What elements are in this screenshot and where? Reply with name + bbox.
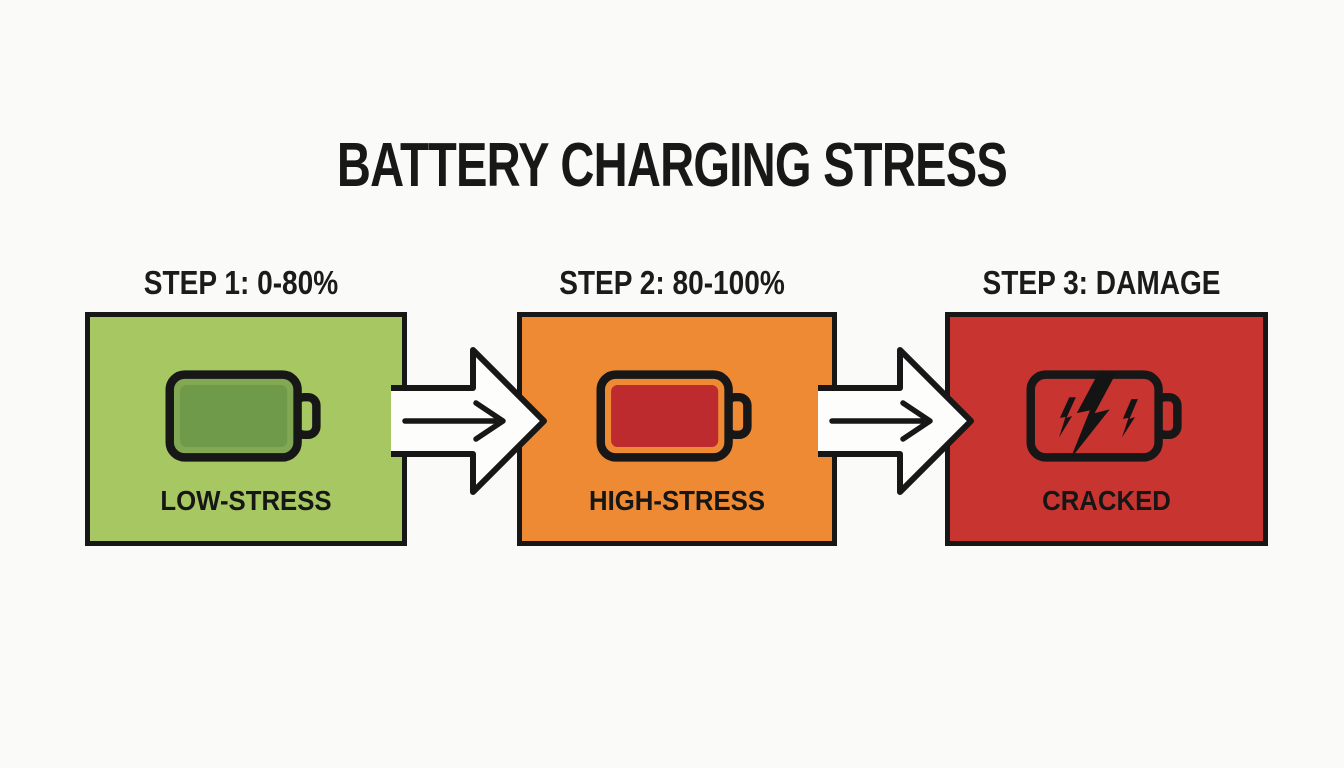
crack-bolt-large (1069, 372, 1116, 460)
crack-bolt-left (1058, 397, 1076, 438)
battery-charge-fill (180, 384, 288, 448)
diagram-title: BATTERY CHARGING STRESS (336, 131, 1008, 200)
battery-full-icon (165, 370, 321, 462)
battery-charge-fill (611, 384, 719, 448)
flow-arrow-2-icon (818, 347, 974, 495)
inner-arrow-glyph (402, 400, 506, 442)
step-2-header: STEP 2: 80-100% (559, 264, 785, 301)
step-3-header: STEP 3: DAMAGE (982, 264, 1221, 301)
step-2-box: HIGH-STRESS (517, 312, 837, 546)
step-1-label: LOW-STRESS (160, 485, 332, 516)
flow-arrow-1-icon (391, 347, 547, 495)
step-1-header: STEP 1: 0-80% (143, 264, 339, 301)
step-1-box: LOW-STRESS (85, 312, 407, 546)
step-3-box: CRACKED (945, 312, 1268, 546)
battery-high-stress-icon (596, 370, 752, 462)
crack-bolt-right (1121, 399, 1138, 438)
step-3-label: CRACKED (1042, 485, 1171, 516)
battery-cracked-icon (1026, 370, 1182, 462)
inner-arrow-glyph (829, 400, 933, 442)
step-2-label: HIGH-STRESS (588, 485, 766, 516)
